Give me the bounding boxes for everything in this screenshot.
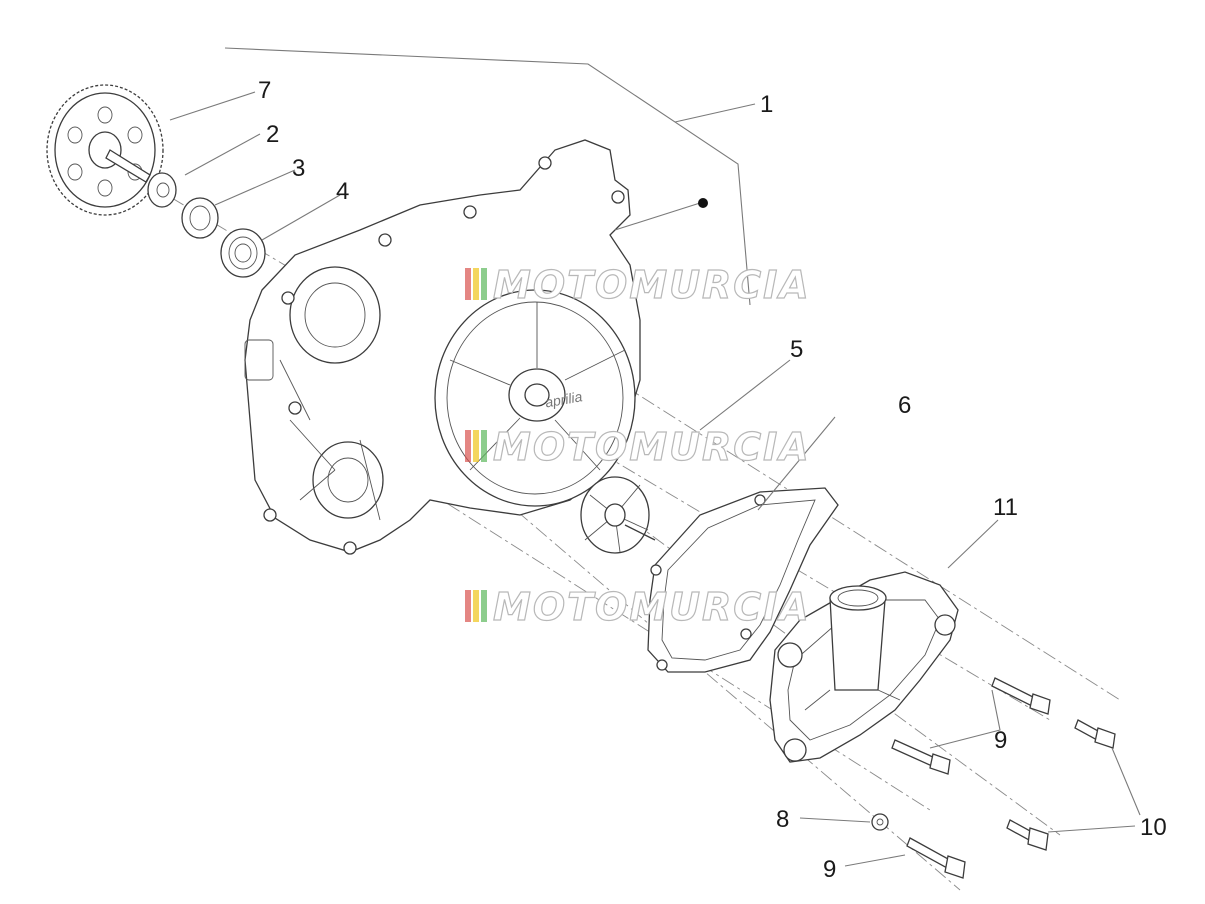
callout-4: 4 [336,178,349,205]
shaft-seal [220,228,266,278]
bearing [181,197,219,239]
bolt-long-upper [991,677,1051,715]
callout-7: 7 [258,77,271,104]
callout-11: 11 [993,494,1018,521]
bullet-marker [698,198,708,208]
svg-text:MOTOMURCIA: MOTOMURCIA [493,585,811,629]
callout-6: 6 [898,392,911,419]
watermark-middle: MOTOMURCIA [465,424,811,470]
bolt-short-lower [1006,819,1049,851]
callout-2: 2 [266,121,279,148]
brand-logo: aprilia [544,388,584,410]
callout-10: 10 [1140,814,1167,841]
washer [147,172,177,208]
bolt-long-middle [891,739,951,775]
callout-9-lower: 9 [823,856,836,883]
callout-3: 3 [292,155,305,182]
callout-labels: 1 2 3 4 5 6 7 8 9 9 10 11 [258,77,1167,883]
leader-lines [169,91,1141,867]
bolt-short-upper [1074,719,1116,749]
callout-8: 8 [776,806,789,833]
svg-text:MOTOMURCIA: MOTOMURCIA [493,263,811,307]
callout-1: 1 [760,91,773,118]
small-washer [871,813,889,831]
watermark-bottom: MOTOMURCIA [465,584,811,630]
driven-gear [46,84,164,216]
group-bracket [224,47,751,306]
svg-text:MOTOMURCIA: MOTOMURCIA [493,425,811,469]
impeller [580,476,656,554]
callout-5: 5 [790,336,803,363]
callout-9-upper: 9 [994,727,1007,754]
bolt-long-lower [906,837,966,879]
watermark-top: MOTOMURCIA [465,262,811,308]
water-pump-cover [769,571,959,763]
gasket [647,487,839,673]
crankcase-cover: aprilia [244,139,641,555]
